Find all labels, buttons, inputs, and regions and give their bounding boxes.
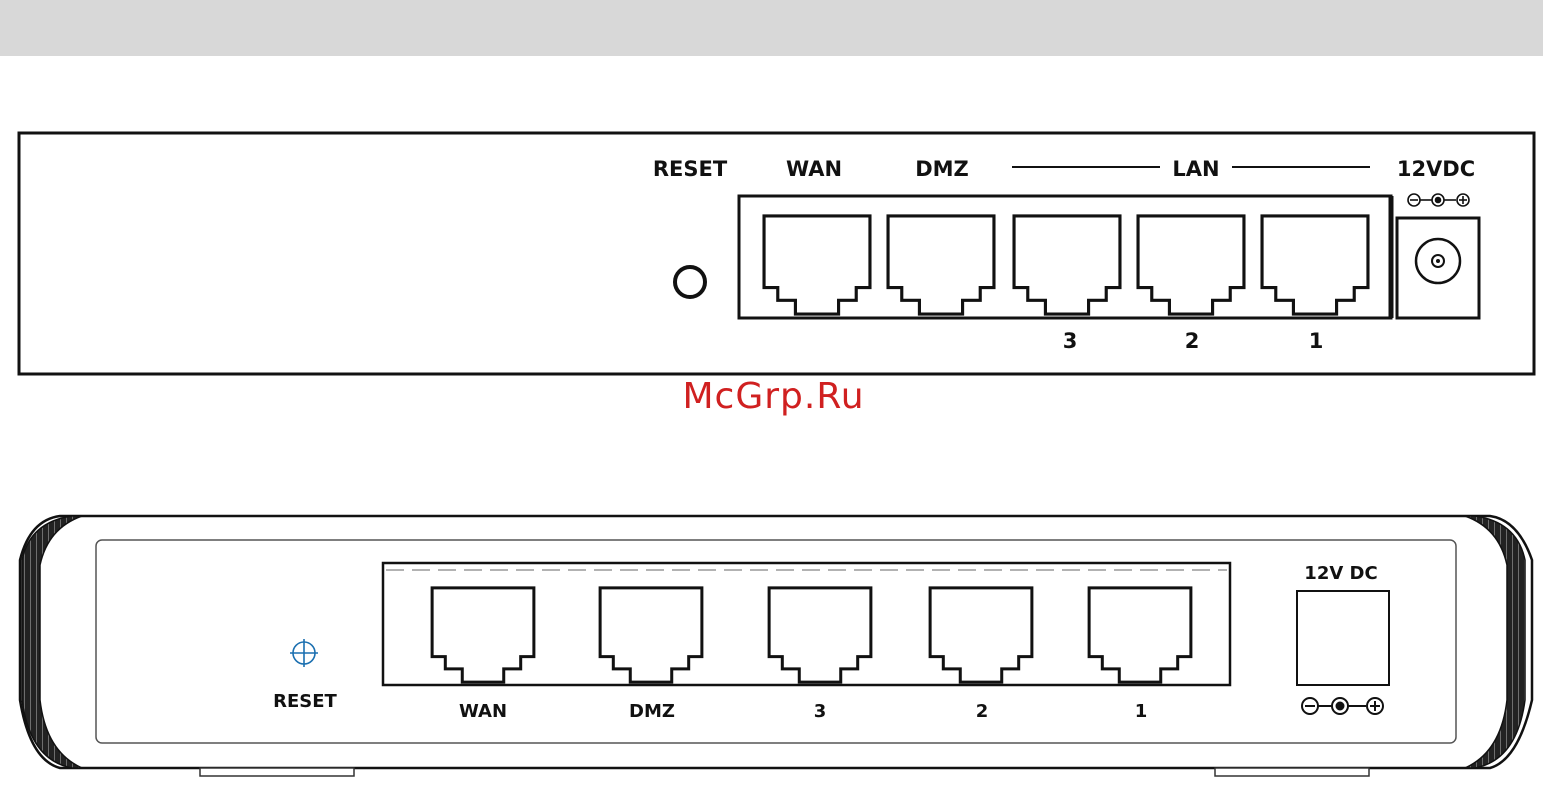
bottom-reset-label: RESET	[273, 691, 337, 712]
bottom-port-label: 3	[814, 701, 827, 722]
top-router-panel: RESET WAN DMZ LAN 12VDC 3 2 1	[19, 133, 1534, 374]
top-lan-label: LAN	[1172, 157, 1219, 181]
bottom-port-label: DMZ	[629, 701, 675, 722]
top-power-label: 12VDC	[1397, 157, 1475, 181]
bottom-power-jack[interactable]	[1297, 591, 1389, 685]
bottom-port-label: 1	[1135, 701, 1148, 722]
left-foot	[200, 768, 354, 776]
right-foot	[1215, 768, 1369, 776]
bottom-power-label: 12V DC	[1304, 563, 1377, 584]
bottom-router-panel: RESET WAN DMZ 3 2 1 12V DC	[20, 516, 1532, 776]
top-port-number: 1	[1309, 329, 1324, 353]
bottom-port-label: WAN	[459, 701, 507, 722]
top-wan-label: WAN	[786, 157, 842, 181]
top-port-number: 2	[1185, 329, 1200, 353]
top-port-number: 3	[1063, 329, 1078, 353]
top-dmz-label: DMZ	[915, 157, 969, 181]
top-reset-label: RESET	[653, 157, 728, 181]
bottom-port-label: 2	[976, 701, 989, 722]
watermark-text: McGrp.Ru	[0, 376, 1547, 417]
